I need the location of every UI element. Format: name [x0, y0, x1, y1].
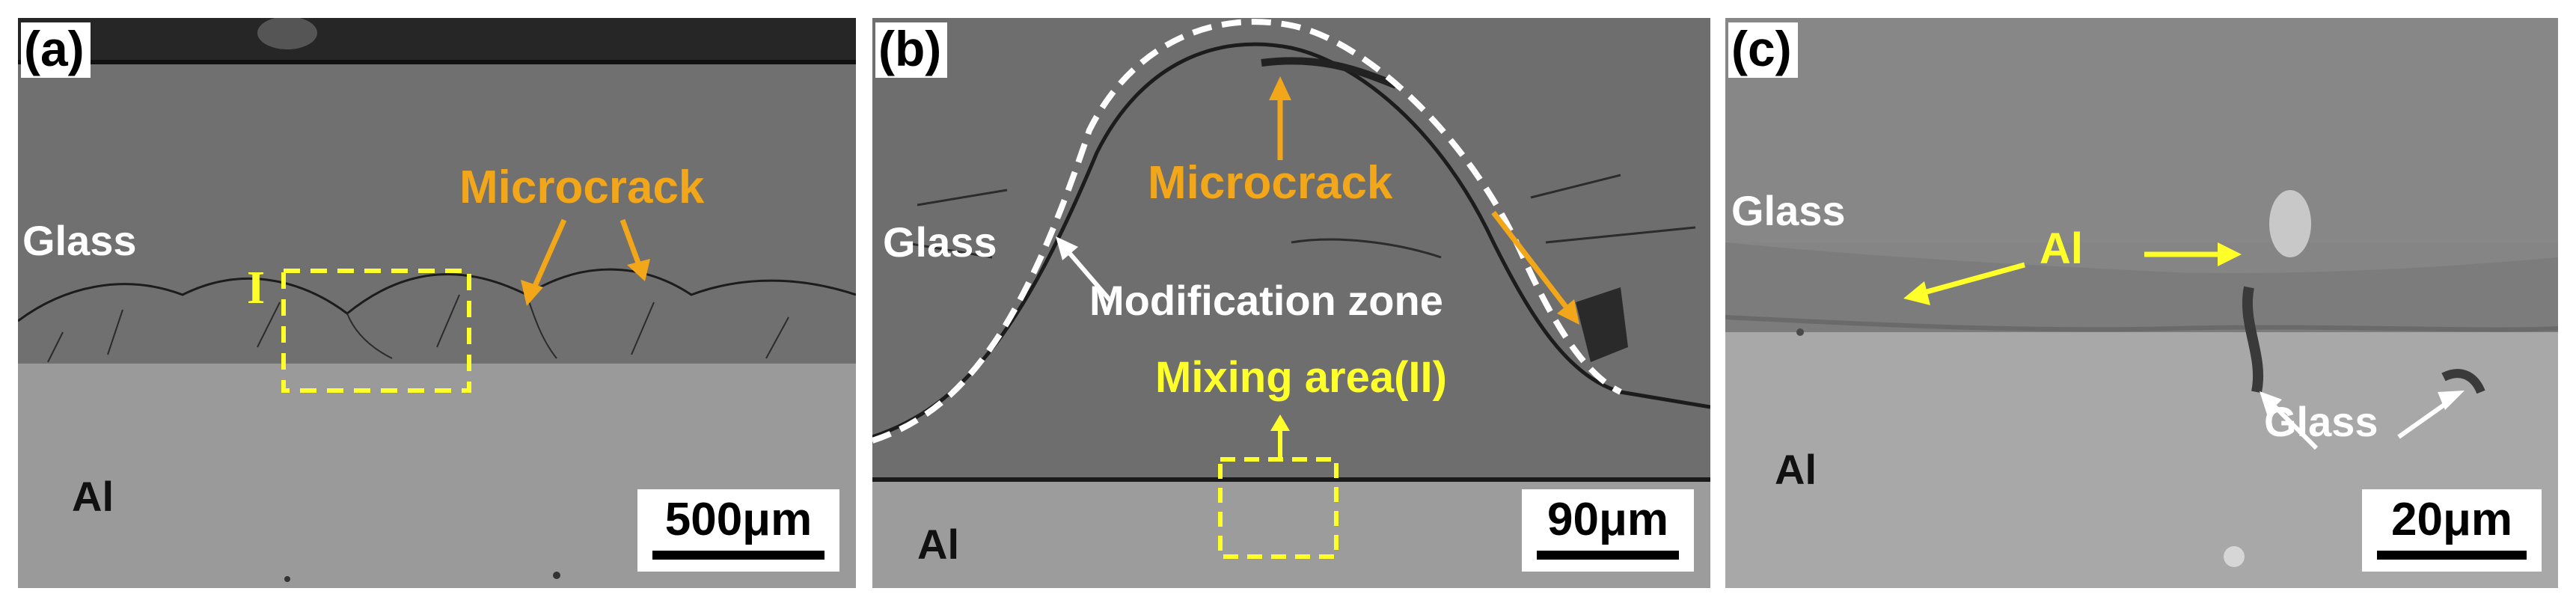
- panel-b-microcrack-label: Microcrack: [1148, 157, 1393, 209]
- panel-b-scale-bar: 90μm: [1522, 489, 1694, 572]
- panel-b: (b) Glass Microcrack Modification zone M…: [872, 18, 1710, 588]
- panel-c-scale-text: 20μm: [2390, 494, 2513, 545]
- panel-a: (a) Glass Microcrack I Al 500μm: [18, 18, 856, 588]
- panel-c-al-particle-label: Al: [2040, 224, 2083, 273]
- panel-b-label: (b): [875, 22, 948, 78]
- panel-b-modification-label: Modification zone: [1089, 277, 1443, 324]
- panel-c-scale-line: [2377, 551, 2527, 560]
- panel-a-scale-line: [652, 551, 824, 560]
- panel-c-glass-top-label: Glass: [1731, 187, 1846, 234]
- panel-b-glass-label: Glass: [883, 218, 997, 266]
- panel-a-region-label: I: [247, 263, 266, 313]
- panel-a-glass-label: Glass: [22, 217, 137, 264]
- panel-a-label: (a): [21, 22, 91, 78]
- panel-c-al-label: Al: [1775, 446, 1817, 493]
- panel-a-microcrack-label: Microcrack: [459, 162, 705, 213]
- panel-b-scale-line: [1537, 551, 1679, 560]
- panel-a-scale-bar: 500μm: [637, 489, 839, 572]
- panel-b-scale-text: 90μm: [1546, 494, 1669, 545]
- panel-c-label: (c): [1728, 22, 1798, 78]
- panel-b-al-label: Al: [917, 521, 959, 568]
- panel-a-scale-text: 500μm: [664, 494, 813, 545]
- panel-c-scale-bar: 20μm: [2362, 489, 2542, 572]
- panel-c: (c) Glass Al Glass Al 20μm: [1725, 18, 2558, 588]
- panel-c-glass-bottom-label: Glass: [2264, 398, 2378, 445]
- panel-b-mixing-label: Mixing area(II): [1155, 353, 1447, 402]
- panel-a-al-label: Al: [72, 473, 114, 520]
